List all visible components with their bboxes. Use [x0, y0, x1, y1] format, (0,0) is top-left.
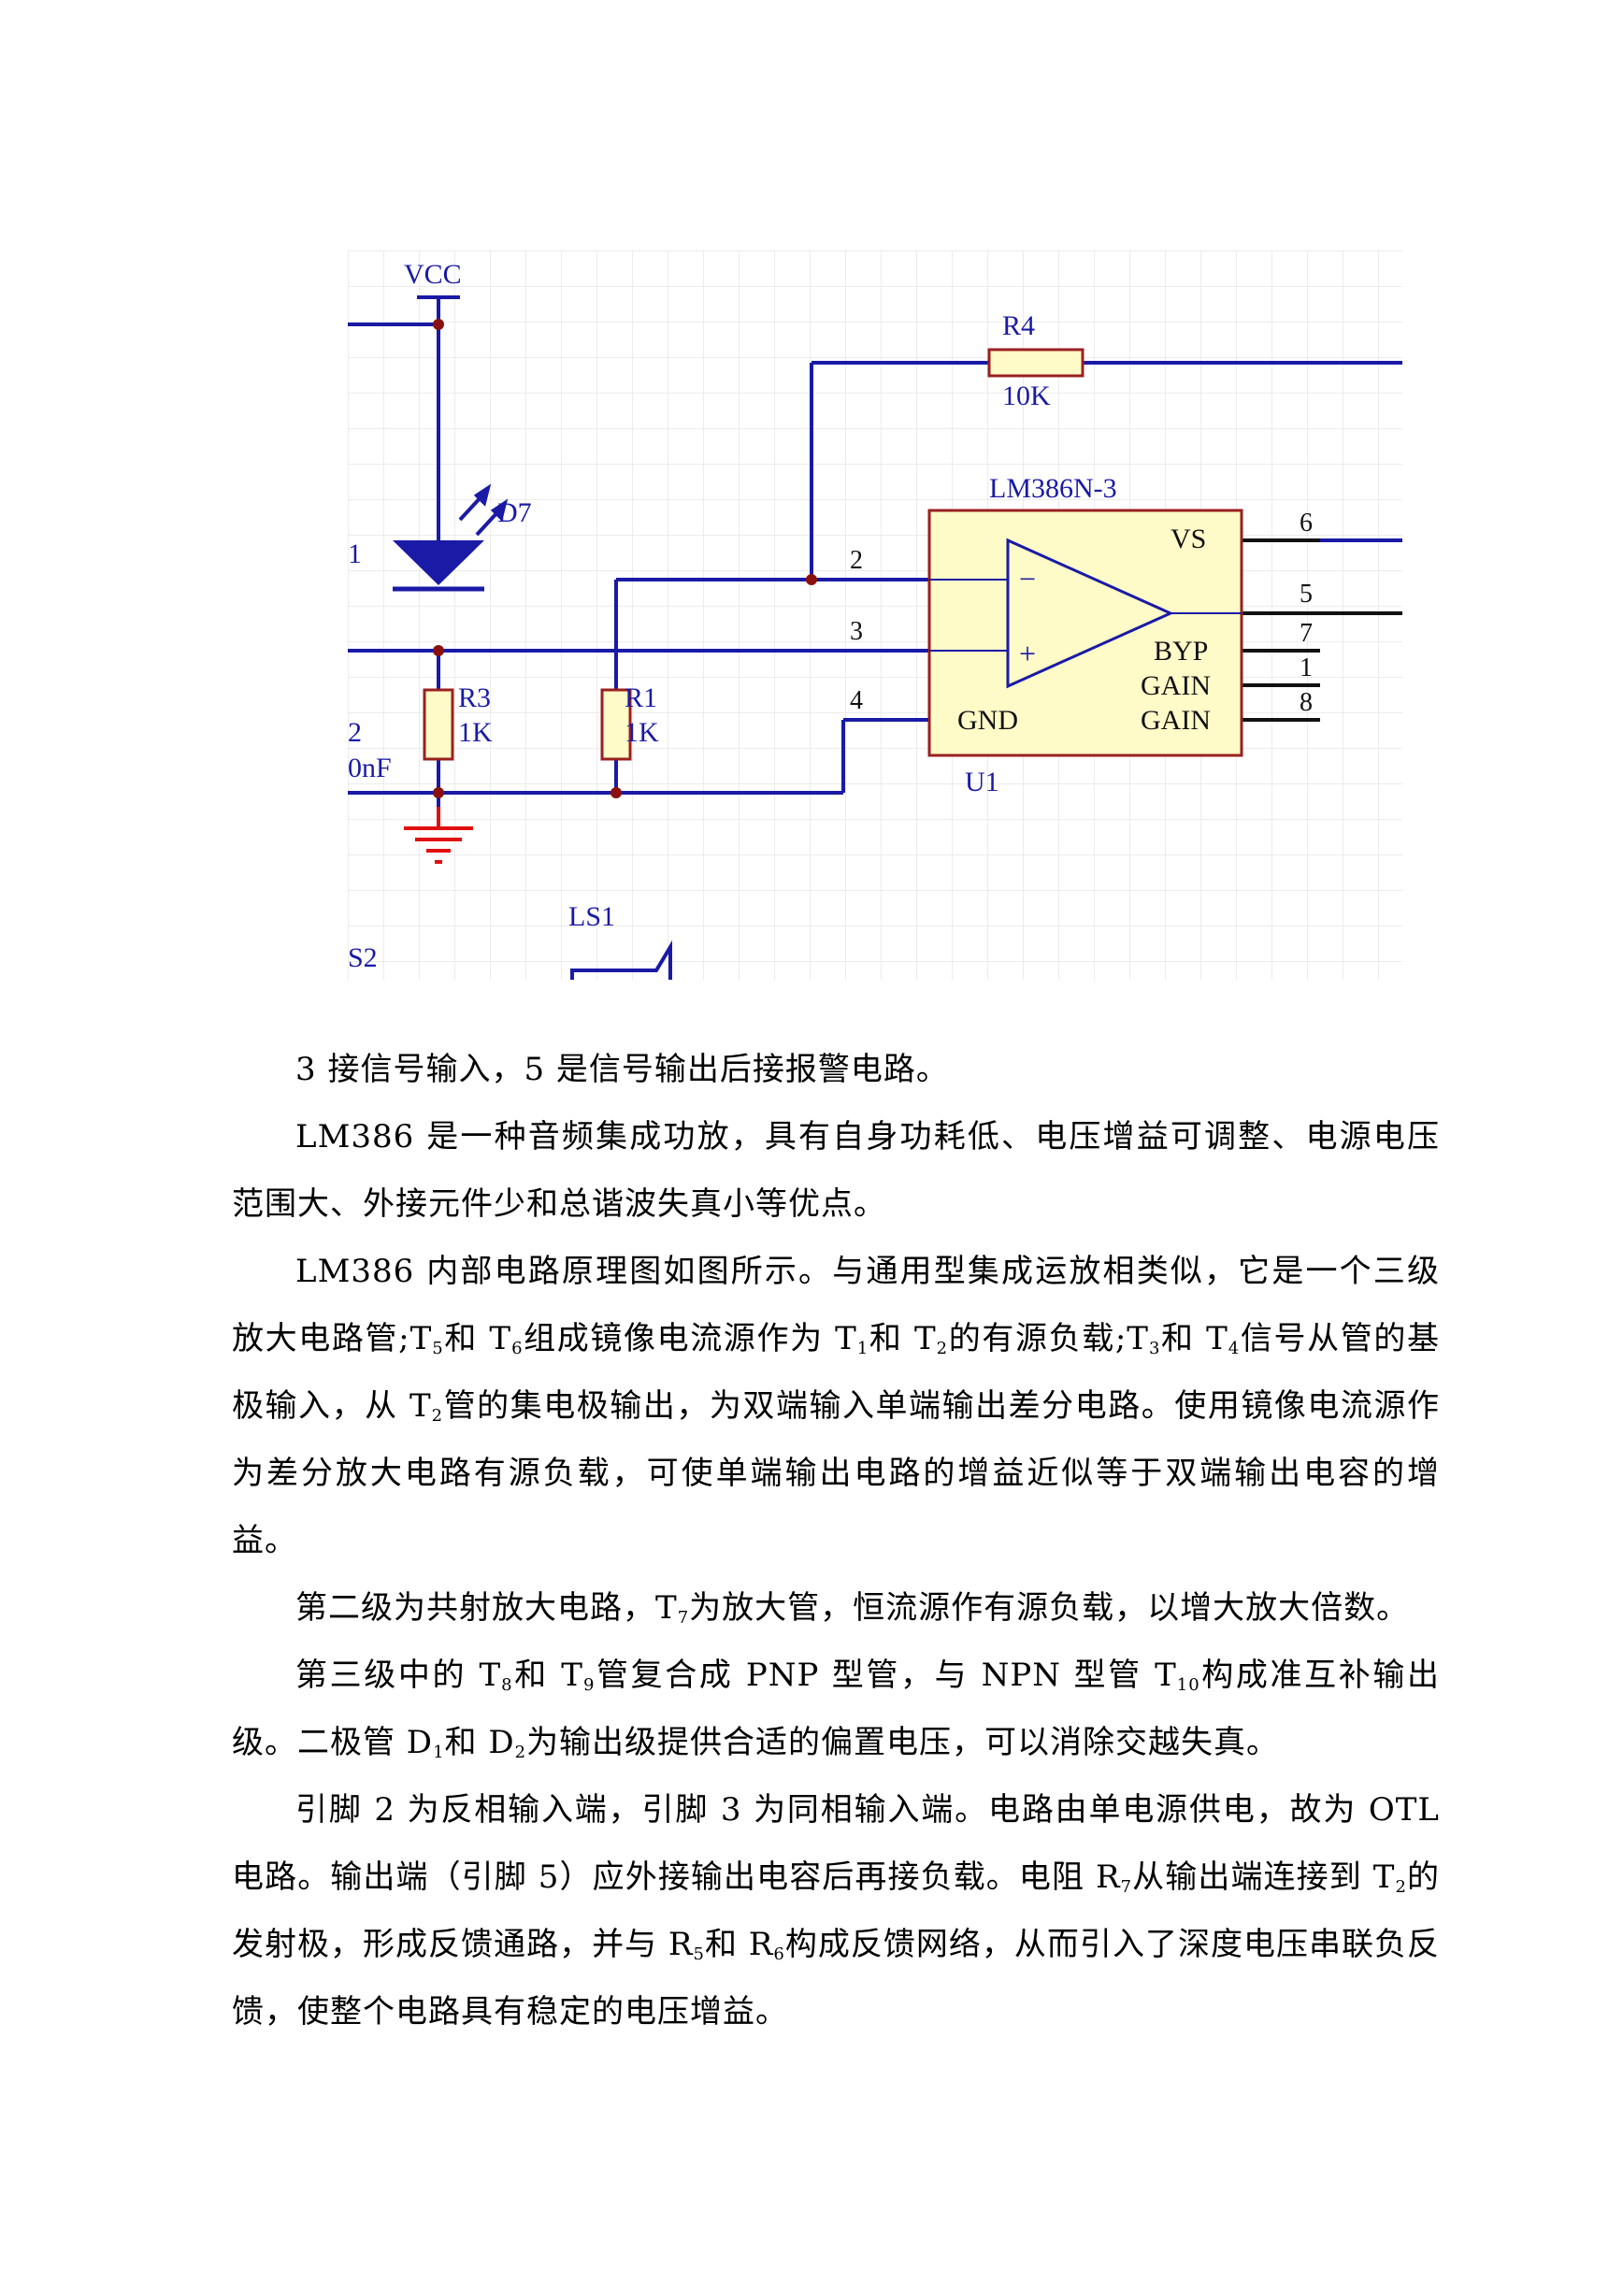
opamp-minus-sign: −	[1019, 562, 1036, 596]
ls1-label: LS1	[568, 901, 615, 932]
d7-light-arrows-icon	[458, 483, 509, 537]
d7-cut-label: 1	[348, 538, 362, 569]
ic-part-label: LM386N-3	[989, 473, 1117, 504]
pin-number-5: 5	[1300, 580, 1313, 609]
r1-resistor	[600, 688, 632, 761]
ls1-partial	[570, 940, 672, 980]
vcc-label: VCC	[404, 259, 462, 290]
paragraph-first-stage: LM386 内部电路原理图如图所示。与通用型集成运放相类似，它是一个三级放大电路…	[232, 1253, 1440, 1559]
opamp-triangle-icon	[1006, 538, 1174, 689]
pin-label-gnd: GND	[957, 705, 1018, 736]
pin-number-8: 8	[1300, 688, 1313, 717]
paragraph-second-stage: 第二级为共射放大电路，T7为放大管，恒流源作有源负载，以增大放大倍数。	[295, 1589, 1410, 1628]
ground-icon	[404, 807, 473, 864]
pin-number-7: 7	[1300, 619, 1313, 648]
r1-value: 1K	[625, 717, 659, 748]
pin-number-4: 4	[850, 686, 863, 715]
r3-ref: R3	[458, 682, 491, 713]
pin-label-gain-1: GAIN	[1141, 670, 1211, 701]
paragraph-pins-feedback: 引脚 2 为反相输入端，引脚 3 为同相输入端。电路由单电源供电，故为 OTL …	[232, 1791, 1441, 2031]
r4-ref: R4	[1002, 310, 1035, 341]
schematic-figure: R4 10K VCC D7 1 R3 1K R1 1K 2 0nF	[348, 251, 1402, 980]
pin-number-1: 1	[1300, 653, 1313, 682]
pin-label-gain-8: GAIN	[1141, 705, 1211, 736]
schematic-diagram: R4 10K VCC D7 1 R3 1K R1 1K 2 0nF	[348, 251, 1402, 980]
d7-led-icon	[393, 540, 484, 585]
ds2-cut-label: S2	[348, 942, 378, 973]
pin-number-6: 6	[1300, 509, 1313, 538]
pin-number-3: 3	[850, 617, 863, 646]
wires	[348, 295, 1402, 980]
r4-value: 10K	[1002, 380, 1051, 411]
pin-label-byp: BYP	[1154, 636, 1208, 667]
r4-resistor	[987, 348, 1084, 378]
junction-dots	[433, 319, 817, 798]
paragraph-signal-pins: 3 接信号输入，5 是信号输出后接报警电路。	[295, 1051, 949, 1088]
pin-number-2: 2	[850, 546, 863, 575]
paragraph-third-stage: 第三级中的 T8和 T9管复合成 PNP 型管，与 NPN 型管 T10构成准互…	[232, 1657, 1440, 1762]
pin-label-vs: VS	[1171, 524, 1206, 554]
c-cut-value: 0nF	[348, 753, 392, 783]
body-text: 3 接信号输入，5 是信号输出后接报警电路。 LM386 是一种音频集成功放，具…	[232, 1036, 1440, 2045]
ic-ref-label: U1	[965, 767, 999, 797]
r3-resistor	[423, 688, 454, 761]
c-cut-ref: 2	[348, 717, 362, 748]
d7-ref: D7	[497, 497, 532, 528]
paragraph-lm386-intro: LM386 是一种音频集成功放，具有自身功耗低、电压增益可调整、电源电压范围大、…	[232, 1118, 1440, 1223]
r1-ref: R1	[625, 682, 657, 713]
r3-value: 1K	[458, 717, 493, 748]
opamp-plus-sign: +	[1019, 637, 1036, 670]
